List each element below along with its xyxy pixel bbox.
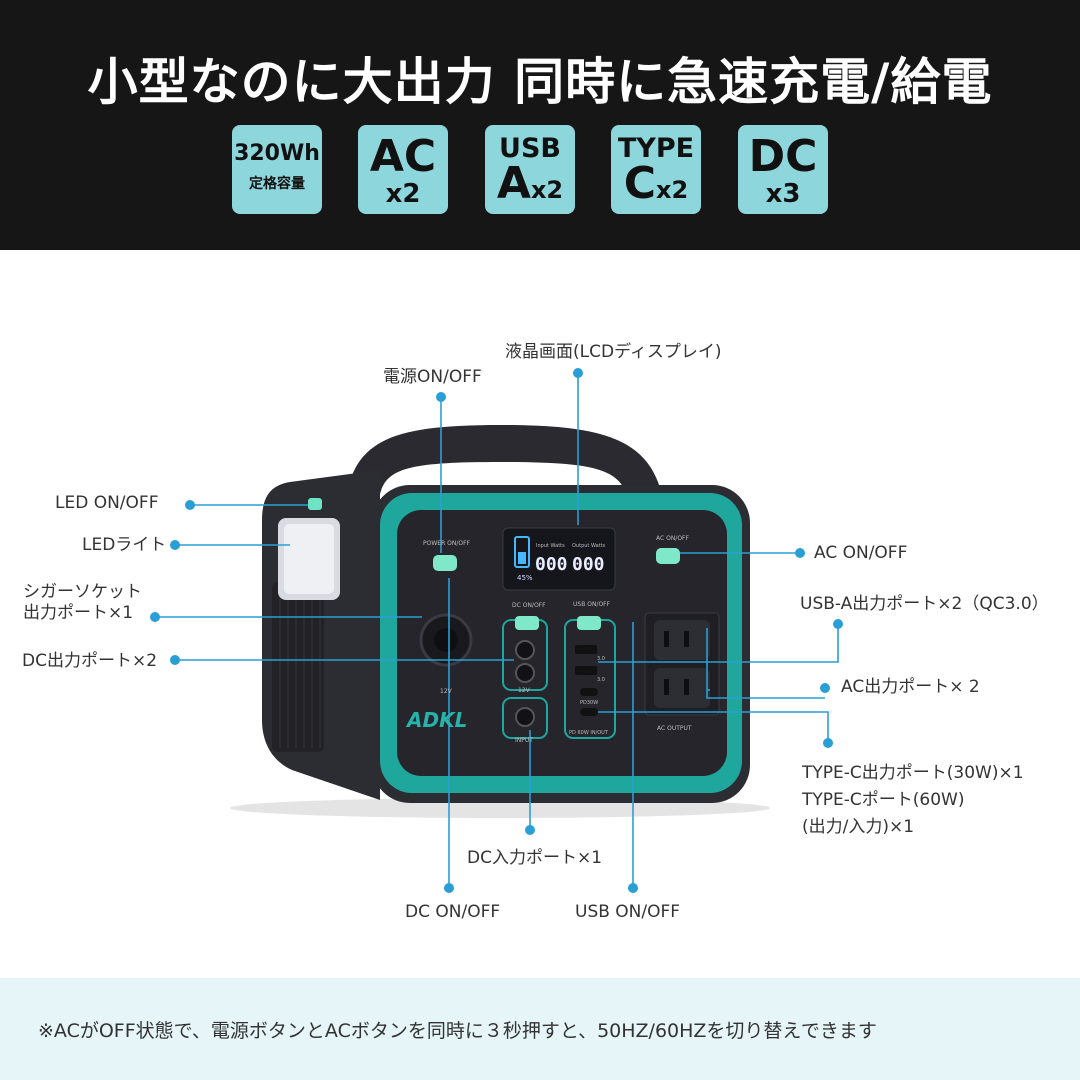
capacity-badge: 320Wh 定格容量 [232, 125, 322, 214]
type-c-badge: TYPE Cx2 [611, 125, 701, 214]
callout-type-c: TYPE-C出力ポート(30W)×1 TYPE-Cポート(60W) (出力/入力… [802, 760, 1024, 842]
dc-badge-count: x3 [765, 179, 801, 209]
callout-usb-onoff: USB ON/OFF [575, 902, 681, 922]
typec-badge-label: TYPE [617, 133, 695, 164]
callout-cig-line2: 出力ポート×1 [23, 603, 134, 624]
ac-badge-label: AC [369, 131, 437, 182]
dc-badge: DC x3 [738, 125, 828, 214]
callout-led-onoff: LED ON/OFF [55, 493, 159, 513]
panel-ac-output: AC OUTPUT [657, 725, 692, 732]
panel-qc2: 3.0 [597, 677, 605, 683]
panel-input-label: INPUT [515, 737, 533, 744]
footer-note: ※ACがOFF状態で、電源ボタンとACボタンを同時に３秒押すと、50HZ/60H… [38, 1020, 877, 1042]
typec-badge-count: x2 [656, 176, 689, 204]
usb-badge-type: A [496, 158, 531, 209]
header-banner: 小型なのに大出力 同時に急速充電/給電 320Wh 定格容量 AC x2 USB… [0, 0, 1080, 250]
callout-ac-out: AC出力ポート× 2 [841, 677, 980, 697]
panel-pd60: PD 60W IN/OUT [569, 730, 609, 736]
panel-qc1: 3.0 [597, 656, 605, 662]
callout-led-light: LEDライト [82, 535, 167, 555]
panel-cig-12v: 12V [440, 688, 453, 695]
callout-typec-line2: TYPE-Cポート(60W) [802, 790, 965, 811]
dc-badge-label: DC [748, 131, 818, 182]
usb-a-badge: USB Ax2 [485, 125, 575, 214]
typec-badge-type: C [623, 158, 657, 209]
brand-logo: ADKL [405, 708, 467, 732]
footer-note-bar: ※ACがOFF状態で、電源ボタンとACボタンを同時に３秒押すと、50HZ/60H… [0, 978, 1080, 1080]
lcd-output-value: 000 [572, 554, 605, 575]
usb-badge-count: x2 [530, 176, 564, 204]
panel-battery-percent: 45% [517, 574, 533, 582]
callout-usb-a: USB-A出力ポート×2（QC3.0） [800, 594, 1049, 614]
callout-dc-onoff: DC ON/OFF [405, 902, 501, 922]
callout-power: 電源ON/OFF [383, 367, 482, 387]
capacity-value: 320Wh [234, 141, 320, 166]
callout-dc-out: DC出力ポート×2 [22, 651, 158, 671]
callout-typec-line1: TYPE-C出力ポート(30W)×1 [802, 763, 1024, 783]
panel-power-label: POWER ON/OFF [423, 540, 471, 547]
capacity-caption: 定格容量 [249, 176, 305, 192]
callout-cig-socket: シガーソケット 出力ポート×1 [23, 582, 142, 625]
panel-output-watts: Output Watts [572, 543, 606, 549]
panel-pd30: PD30W [580, 700, 598, 706]
usb-badge-label: USB [499, 133, 561, 164]
ac-badge-count: x2 [385, 179, 421, 209]
headline: 小型なのに大出力 同時に急速充電/給電 [87, 53, 993, 111]
panel-dc-label: DC ON/OFF [512, 602, 546, 609]
panel-dc-12v: 12V [518, 687, 531, 694]
callout-typec-line3: (出力/入力)×1 [802, 817, 915, 838]
callout-cig-line1: シガーソケット [23, 582, 142, 602]
panel-ac-label: AC ON/OFF [656, 535, 690, 542]
callout-dc-in: DC入力ポート×1 [467, 848, 603, 868]
callout-lcd: 液晶画面(LCDディスプレイ) [505, 342, 722, 362]
ac-badge: AC x2 [358, 125, 448, 214]
panel-usb-label: USB ON/OFF [573, 601, 611, 608]
panel-input-watts: Input Watts [536, 543, 565, 549]
callout-ac-onoff: AC ON/OFF [814, 543, 908, 563]
lcd-input-value: 000 [535, 554, 568, 575]
